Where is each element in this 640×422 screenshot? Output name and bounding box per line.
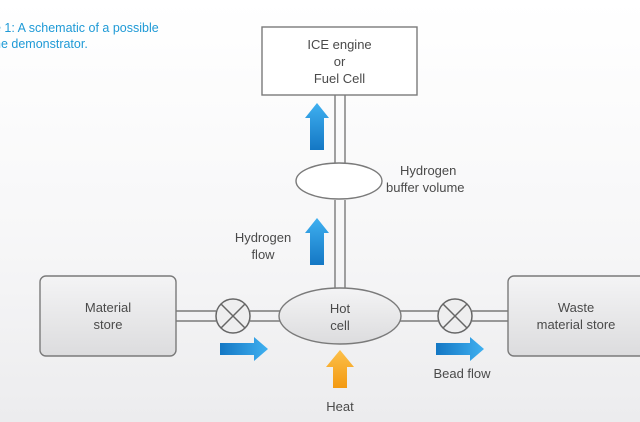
buffer-label-line-1: Hydrogen <box>400 163 457 178</box>
heat-arrow-icon <box>326 350 354 388</box>
engine-label-line-3: Fuel Cell <box>313 71 366 86</box>
hydrogen-flow-label: Hydrogen flow <box>218 229 308 263</box>
hot-cell-label: Hot cell <box>300 300 380 334</box>
valve-right-icon <box>437 298 473 334</box>
waste-store-line-2: material store <box>536 317 616 332</box>
hydrogen-flow-line-1: Hydrogen <box>234 230 292 245</box>
bead-arrow-right-icon <box>436 337 484 361</box>
buffer-label-line-2: buffer volume <box>386 180 465 195</box>
bead-arrow-left-icon <box>220 337 268 361</box>
waste-store-box <box>507 275 640 357</box>
heat-label: Heat <box>326 399 354 414</box>
caption-line-2: he demonstrator. <box>0 37 88 51</box>
pipe-left <box>176 310 284 322</box>
material-store-line-2: store <box>93 317 123 332</box>
material-store-box <box>39 275 177 357</box>
buffer-label: Hydrogen buffer volume <box>386 162 506 196</box>
figure-caption: e 1: A schematic of a possible he demons… <box>0 20 159 52</box>
engine-label-line-1: ICE engine <box>307 37 372 52</box>
material-store-line-1: Material <box>84 300 132 315</box>
engine-label-line-2: or <box>333 54 346 69</box>
material-store-label: Material store <box>40 299 176 333</box>
hot-cell-ellipse <box>278 287 402 345</box>
waste-store-label: Waste material store <box>512 299 640 333</box>
valve-left-icon <box>215 298 251 334</box>
engine-label: ICE engine or Fuel Cell <box>262 36 417 87</box>
hot-cell-line-2: cell <box>330 318 350 333</box>
hydrogen-arrow-upper-icon <box>305 103 329 150</box>
bead-flow-label: Bead flow <box>433 366 491 381</box>
buffer-ellipse <box>295 162 383 200</box>
waste-store-line-1: Waste <box>557 300 595 315</box>
pipe-right <box>396 310 510 322</box>
hot-cell-line-1: Hot <box>329 301 351 316</box>
caption-line-1: e 1: A schematic of a possible <box>0 21 159 35</box>
hydrogen-arrow-lower-icon <box>305 218 329 265</box>
hydrogen-flow-line-2: flow <box>251 247 275 262</box>
pipes <box>176 95 510 322</box>
engine-box <box>261 26 418 96</box>
